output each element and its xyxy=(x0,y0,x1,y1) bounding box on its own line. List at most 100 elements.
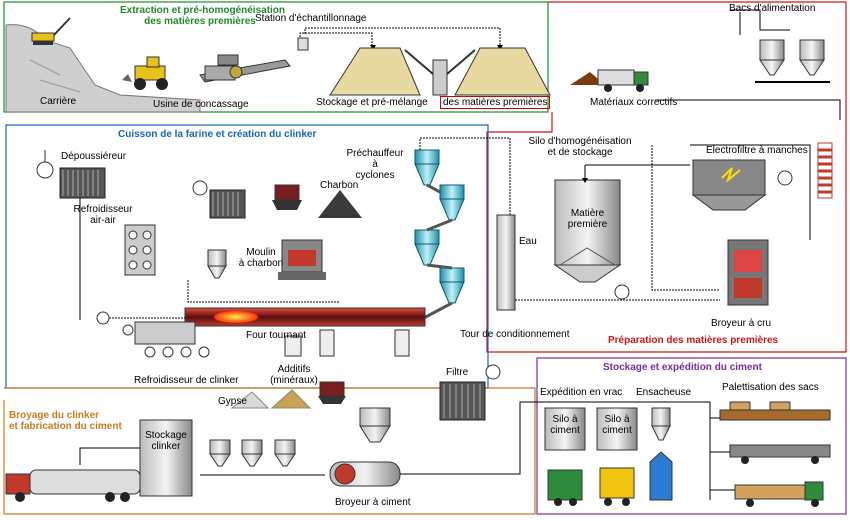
extraction-title-line1: Extraction et pré-homogénéisation xyxy=(120,5,286,16)
label-moulin-charbon: Moulin à charbon xyxy=(236,247,286,269)
label-palettisation: Palettisation des sacs xyxy=(722,382,819,393)
dump-truck-icon xyxy=(570,69,649,92)
label-stockage-clinker: Stockage clinker xyxy=(141,430,191,452)
coal-hopper-icon xyxy=(207,249,227,279)
label-moulin-line2: à charbon xyxy=(238,258,284,269)
fan-icon xyxy=(777,170,793,186)
fan-icon xyxy=(485,364,501,380)
silo-icon xyxy=(799,39,825,76)
cyclone-icon xyxy=(414,149,440,186)
mill-icon xyxy=(329,461,401,487)
raw-mill-icon xyxy=(727,239,769,306)
extraction-section-border xyxy=(3,1,549,113)
label-tour-conditionnement: Tour de conditionnement xyxy=(460,329,570,340)
label-broyeur-ciment: Broyeur à ciment xyxy=(335,497,411,508)
label-prechauffeur-line2: à xyxy=(372,159,378,170)
sampling-station-icon xyxy=(297,37,309,51)
label-four-tournant: Four tournant xyxy=(246,330,307,341)
clinker-silo-icon xyxy=(139,419,193,497)
label-prechauffeur: Préchauffeur à cyclones xyxy=(345,148,405,181)
label-silo-ciment-b-line1: Silo à xyxy=(604,414,630,425)
label-refroidisseur-air: Refroidisseur air-air xyxy=(68,204,138,226)
mill-icon xyxy=(278,239,326,280)
label-silo-ciment-b-line2: ciment xyxy=(602,425,632,436)
label-silo-ciment-b: Silo à ciment xyxy=(597,414,637,436)
label-stockage-clinker-line1: Stockage xyxy=(145,430,187,441)
stack-icon xyxy=(817,142,833,199)
label-eau: Eau xyxy=(519,236,537,247)
label-prechauffeur-line3: cyclones xyxy=(355,170,395,181)
label-carriere: Carrière xyxy=(40,96,77,107)
stockage-title: Stockage et expédition du ciment xyxy=(603,362,762,373)
label-stockage-clinker-line2: clinker xyxy=(151,441,181,452)
preparation-section-border xyxy=(486,1,847,353)
fan-icon xyxy=(192,180,208,196)
premix-piles xyxy=(329,47,551,96)
fan-icon xyxy=(614,284,630,300)
loader-icon xyxy=(122,56,168,90)
bulk-lorry-icon xyxy=(547,469,583,506)
tanker-truck-icon xyxy=(5,469,141,502)
label-expedition-vrac: Expédition en vrac xyxy=(540,387,623,398)
coal-truck-icon xyxy=(272,184,302,210)
extraction-title: Extraction et pré-homogénéisation des ma… xyxy=(120,5,286,27)
cyclone-icon xyxy=(414,229,440,266)
label-gypse: Gypse xyxy=(218,396,247,407)
label-matiere-premiere: Matière première xyxy=(560,208,615,230)
additives-pile xyxy=(270,389,312,409)
label-moulin-line1: Moulin xyxy=(246,247,276,258)
filter-hopper-icon xyxy=(359,407,391,443)
cyclone-icon xyxy=(439,184,465,221)
conditioning-tower-icon xyxy=(496,214,516,311)
bagging-machine-icon xyxy=(649,407,673,501)
electrofilter-icon xyxy=(691,159,767,211)
label-prechauffeur-line1: Préchauffeur xyxy=(346,148,404,159)
label-usine-concassage: Usine de concassage xyxy=(153,99,249,110)
broyage-title: Broyage du clinker et fabrication du cim… xyxy=(9,410,122,432)
gypsum-pile xyxy=(230,391,270,409)
hopper-icon xyxy=(209,439,231,467)
fan-icon xyxy=(36,150,54,179)
broyage-title-line1: Broyage du clinker xyxy=(9,410,100,421)
excavator-icon xyxy=(31,17,71,45)
air-cooler-icon xyxy=(124,224,156,276)
pallet-icon xyxy=(719,401,831,421)
label-additifs-line2: (minéraux) xyxy=(270,375,318,386)
clinker-cooler-fans xyxy=(144,346,210,358)
label-matiere-premiere-line1: Matière xyxy=(570,208,605,219)
label-filtre: Filtre xyxy=(446,367,469,378)
coal-pile xyxy=(318,190,362,218)
label-silo-ciment-a-line1: Silo à xyxy=(552,414,578,425)
additives-truck-icon xyxy=(318,381,346,404)
fan-icon xyxy=(122,324,134,336)
label-matieres-premieres: des matières premières xyxy=(440,96,551,109)
label-refroidisseur-air-line2: air-air xyxy=(90,215,116,226)
extraction-title-line2: des matières premières xyxy=(144,16,256,27)
label-ensacheuse: Ensacheuse xyxy=(636,387,692,398)
cement-silo-icon xyxy=(544,407,586,451)
preparation-title: Préparation des matières premières xyxy=(608,335,779,346)
label-materiaux-correctifs: Matériaux correctifs xyxy=(590,97,678,108)
label-station-echantillonnage: Station d'échantillonnage xyxy=(255,13,367,24)
cuisson-title: Cuisson de la farine et création du clin… xyxy=(118,129,317,140)
label-silo-ciment-a: Silo à ciment xyxy=(545,414,585,436)
kiln-icon xyxy=(134,307,426,357)
rail-wagon-icon xyxy=(599,467,635,506)
label-silo-ciment-a-line2: ciment xyxy=(550,425,580,436)
stockage-section-border xyxy=(536,357,847,515)
coal-filter xyxy=(209,189,246,219)
broyage-section-border xyxy=(3,387,536,515)
fan-icon xyxy=(96,311,110,325)
crusher-icon xyxy=(199,54,291,83)
label-bacs-alimentation: Bacs d'alimentation xyxy=(729,3,816,14)
silo-icon xyxy=(759,39,785,76)
label-silo-homog-line2: et de stockage xyxy=(547,147,613,158)
label-broyeur-cru: Broyeur à cru xyxy=(711,318,772,329)
pallet-truck-icon xyxy=(734,481,824,507)
cooler-dust-filter xyxy=(59,167,106,199)
label-additifs-line1: Additifs xyxy=(277,364,311,375)
hopper-icon xyxy=(241,439,263,467)
label-refroidisseur-clinker: Refroidisseur de clinker xyxy=(134,375,239,386)
